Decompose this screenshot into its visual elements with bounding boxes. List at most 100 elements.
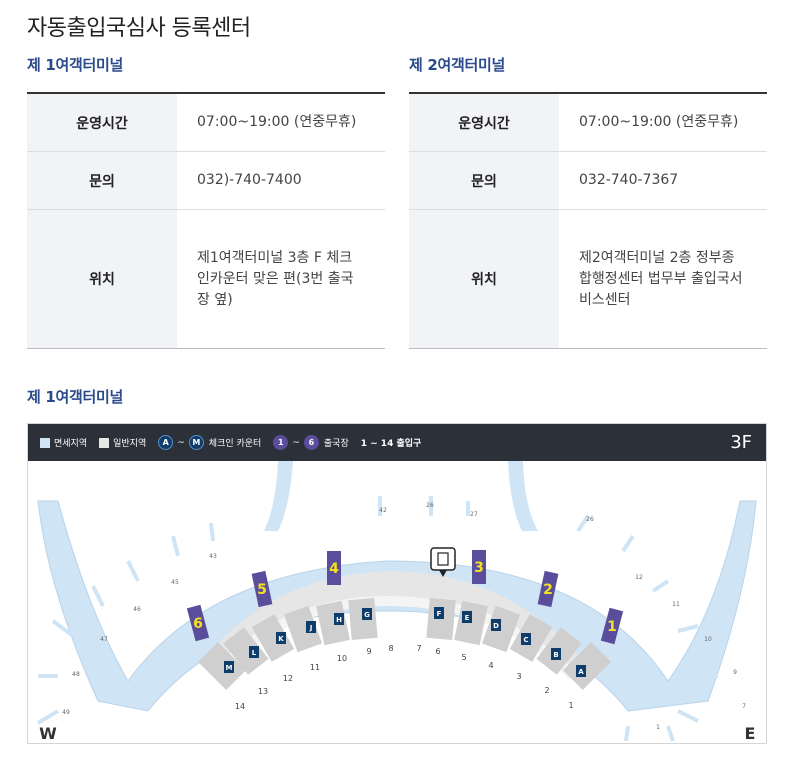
boarding-gate-label: 9: [733, 669, 737, 676]
row-header: 문의: [409, 152, 559, 209]
row-value: 제1여객터미널 3층 F 체크인카운터 맞은 편(3번 출국장 옆): [197, 249, 354, 308]
departure-gate-label: 1: [607, 619, 617, 635]
checkin-counter-marker: [551, 648, 561, 660]
checkin-islands: [197, 597, 612, 691]
checkin-counter-label: C: [523, 636, 528, 644]
legend-dutyfree-label: 면세지역: [54, 439, 88, 449]
entrance-label: 6: [435, 647, 440, 656]
map-legend: 면세지역 일반지역 A ~ M 체크인 카운터 1 ~ 6 출국장 1 ~ 14…: [28, 424, 766, 461]
checkin-counter-marker: [521, 633, 531, 645]
row-header: 위치: [27, 210, 177, 348]
entrance-label: 12: [283, 674, 293, 683]
boarding-gate-label: 1: [656, 724, 660, 731]
entrance-label: 1: [568, 701, 573, 710]
checkin-counter-label: B: [553, 651, 558, 659]
row-value: 제2여객터미널 2층 정부종합행정센터 법무부 출입국서비스센터: [579, 249, 743, 308]
gate-spokes: [36, 496, 718, 742]
checkin-counter-label: L: [252, 649, 257, 657]
legend-checkin: A ~ M 체크인 카운터: [158, 435, 261, 450]
boarding-gate-label: 47: [100, 636, 108, 643]
entrance-label: 5: [461, 653, 466, 662]
entrance-label: 11: [310, 663, 320, 672]
north-pier-right: [508, 461, 538, 531]
checkin-from-badge: A: [158, 435, 174, 450]
compass-west: W: [39, 724, 57, 743]
boarding-gate-label: 10: [704, 636, 712, 643]
row-header: 운영시간: [27, 94, 177, 151]
dutyfree-swatch: [40, 437, 50, 448]
table-row: 문의 032)-740-7400: [27, 152, 385, 210]
boarding-gate-label: 12: [635, 574, 643, 581]
terminal1-info-table: 운영시간 07:00~19:00 (연중무휴) 문의 032)-740-7400…: [27, 92, 385, 349]
checkin-counter-marker: [491, 619, 501, 631]
boarding-gate-label: 26: [426, 502, 434, 509]
checkin-counter-marker: [306, 621, 316, 633]
entrance-label: 14: [235, 702, 245, 711]
terminal-map: 면세지역 일반지역 A ~ M 체크인 카운터 1 ~ 6 출국장 1 ~ 14…: [27, 423, 767, 744]
departure-gate-label: 4: [329, 561, 339, 577]
map-section-title: 제 1여객터미널: [27, 388, 124, 406]
boarding-gate-label: 48: [72, 671, 80, 678]
entrance-label: 13: [258, 687, 268, 696]
departure-gate-marker: [600, 607, 624, 645]
table-row: 문의 032-740-7367: [409, 152, 767, 210]
boarding-gate-label: 11: [672, 601, 680, 608]
checkin-counter-label: E: [465, 614, 470, 622]
departure-from-badge: 1: [273, 435, 289, 450]
compass-east: E: [745, 724, 756, 743]
table-row: 운영시간 07:00~19:00 (연중무휴): [409, 94, 767, 152]
legend-checkin-label: 체크인 카운터: [208, 439, 262, 449]
checkin-counter-label: H: [336, 616, 342, 624]
entrance-label: 10: [337, 654, 347, 663]
boarding-gate-label: 43: [209, 553, 217, 560]
terminal2-info-table: 운영시간 07:00~19:00 (연중무휴) 문의 032-740-7367 …: [409, 92, 767, 349]
registration-center-marker: [430, 547, 456, 577]
checkin-counter-label: F: [437, 610, 442, 618]
departure-to-badge: 6: [303, 435, 319, 450]
legend-general-label: 일반지역: [113, 439, 147, 449]
table-row: 운영시간 07:00~19:00 (연중무휴): [27, 94, 385, 152]
departure-gate-label: 5: [257, 582, 267, 598]
legend-dutyfree: 면세지역: [40, 436, 87, 449]
entrance-label: 8: [388, 644, 393, 653]
checkin-counter-marker: [334, 613, 344, 625]
boarding-gate-label: 42: [379, 507, 387, 514]
checkin-counter-label: D: [493, 622, 499, 630]
checkin-counter-marker: [462, 611, 472, 623]
boarding-gate-label: 46: [133, 606, 141, 613]
landside-area: [203, 571, 583, 676]
floor-label: 3F: [730, 432, 752, 453]
departure-gate-marker: [186, 604, 210, 642]
row-header: 문의: [27, 152, 177, 209]
checkin-counter-label: J: [309, 624, 313, 632]
departure-gate-marker: [472, 550, 486, 584]
row-header: 운영시간: [409, 94, 559, 151]
row-value: 032)-740-7400: [197, 172, 302, 188]
entrance-label: 3: [516, 672, 521, 681]
entrance-label: 7: [416, 644, 421, 653]
page-title: 자동출입국심사 등록센터: [27, 16, 251, 41]
boarding-gate-label: 7: [742, 703, 746, 710]
row-header: 위치: [409, 210, 559, 348]
checkin-counter-label: G: [364, 611, 370, 619]
entrance-label: 9: [366, 647, 371, 656]
row-value: 07:00~19:00 (연중무휴): [197, 114, 357, 130]
entrance-label: 2: [544, 686, 549, 695]
tilde-sep: ~: [292, 437, 300, 448]
legend-departure: 1 ~ 6 출국장: [273, 435, 349, 450]
checkin-counter-label: A: [578, 668, 584, 676]
departure-gate-label: 2: [543, 582, 553, 598]
tilde-sep: ~: [177, 437, 185, 448]
legend-entrance: 1 ~ 14 출입구: [361, 436, 422, 449]
departure-gate-marker: [251, 570, 273, 608]
terminal1-title: 제 1여객터미널: [27, 56, 124, 74]
checkin-counter-label: K: [278, 635, 284, 643]
legend-entrance-label: 1 ~ 14 출입구: [360, 439, 422, 449]
boarding-gate-label: 49: [62, 709, 70, 716]
checkin-counter-label: M: [226, 664, 233, 672]
row-value: 07:00~19:00 (연중무휴): [579, 114, 739, 130]
entrance-label: 4: [488, 661, 493, 670]
departure-gate-marker: [327, 551, 341, 585]
checkin-counter-marker: [224, 661, 234, 673]
legend-departure-label: 출국장: [323, 439, 349, 449]
